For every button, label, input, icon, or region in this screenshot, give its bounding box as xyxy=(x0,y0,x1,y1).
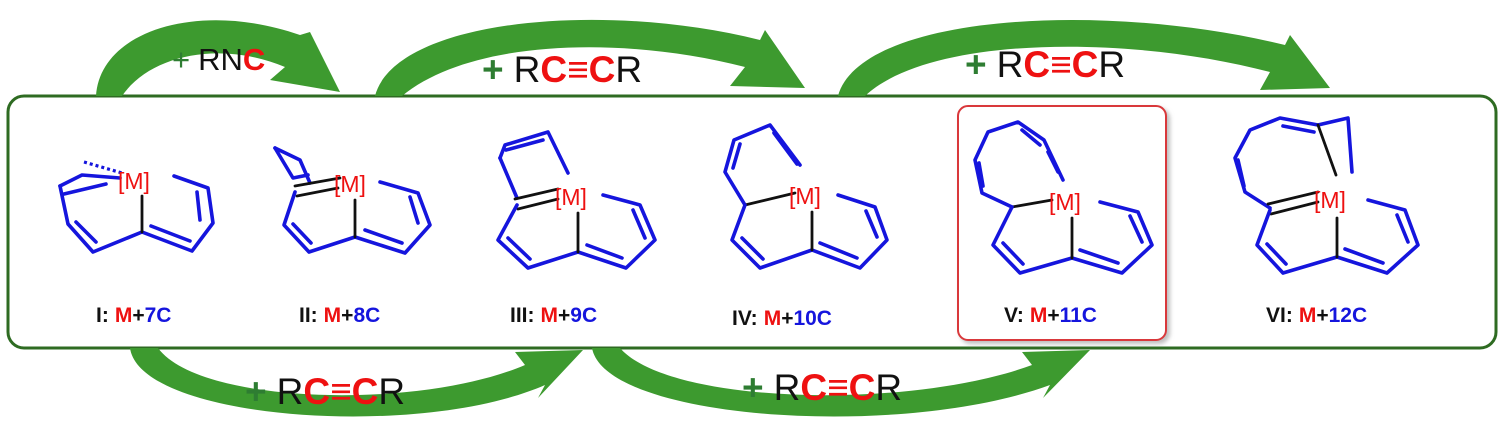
reagent-top-3: +RC≡CR xyxy=(965,44,1125,85)
reagent-bottom-2: +RC≡CR xyxy=(742,367,902,408)
caption-compound-iv: IV:M+10C xyxy=(732,307,832,330)
metal-center-label: [M] xyxy=(1049,189,1081,215)
structure-compound-ii: [M] xyxy=(273,146,432,255)
metal-center-label: [M] xyxy=(118,168,150,194)
structure-compound-i: [M] xyxy=(58,160,215,254)
metal-center-label: [M] xyxy=(334,171,366,197)
caption-compound-vi: VI:M+12C xyxy=(1266,304,1367,327)
caption-compound-iii: III:M+9C xyxy=(510,304,597,327)
reagent-top-2: +RC≡CR xyxy=(482,49,642,90)
reagent-top-1: +RNC xyxy=(172,42,265,77)
caption-compound-i: I:M+7C xyxy=(96,304,171,327)
structure-compound-v: [M] xyxy=(973,120,1154,275)
arrow-bottom-2 xyxy=(592,348,1090,417)
caption-compound-ii: II:M+8C xyxy=(299,304,380,327)
structure-compound-vi: [M] xyxy=(1233,116,1420,275)
metal-center-label: [M] xyxy=(555,184,587,210)
arrow-top-2 xyxy=(375,19,805,96)
arrow-top-1 xyxy=(96,20,340,96)
arrow-top-3 xyxy=(838,19,1330,96)
reagent-bottom-1: +RC≡CR xyxy=(245,371,405,412)
metal-center-label: [M] xyxy=(789,183,821,209)
structure-compound-iii: [M] xyxy=(496,130,657,270)
arrow-bottom-1 xyxy=(130,348,583,417)
metal-center-label: [M] xyxy=(1314,187,1346,213)
structure-compound-iv: [M] xyxy=(723,123,889,270)
caption-compound-v: V:M+11C xyxy=(1004,304,1097,327)
highlight-box-compound-v xyxy=(957,105,1167,341)
